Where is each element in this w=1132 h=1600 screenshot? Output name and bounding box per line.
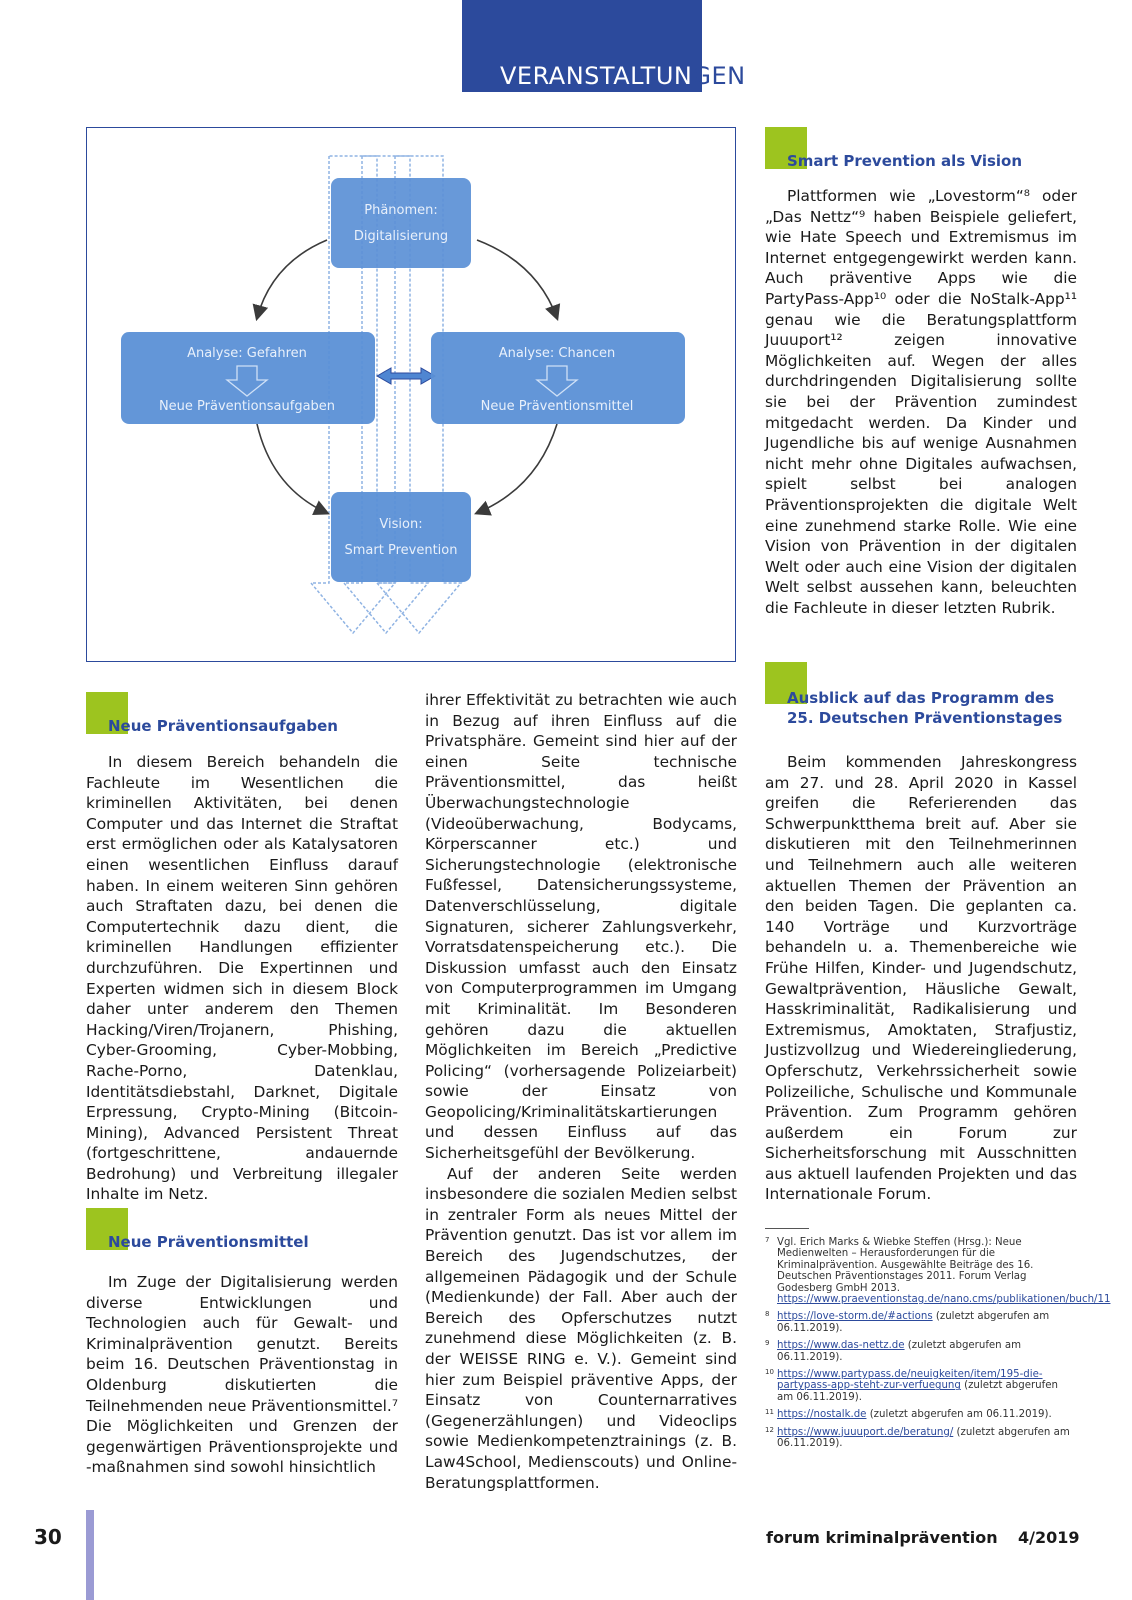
footnote-text-after: (zuletzt abgerufen am 06.11.2019). — [777, 1426, 1070, 1450]
heading-ausblick-line1: Ausblick auf das Programm des — [787, 689, 1055, 707]
column-2-text: ihrer Effektivität zu betrachten wie auc… — [425, 690, 737, 1493]
footnotes: 7 Vgl. Erich Marks & Wiebke Steffen (Hrsg… — [765, 1236, 1110, 1456]
box-chancen-line1: Analyse: Chancen — [499, 346, 616, 361]
double-arrow-icon — [375, 367, 437, 385]
footnote-link[interactable]: https://nostalk.de — [777, 1409, 867, 1421]
box-vision-line1: Vision: — [379, 517, 422, 532]
footnote-rule — [765, 1228, 809, 1229]
heading-smart-prevention: Smart Prevention als Vision — [787, 152, 1023, 170]
page-number: 30 — [34, 1525, 62, 1549]
section-title-part-b: GEN — [692, 62, 746, 90]
footnote-text-after: (zuletzt abgerufen am 06.11.2019). — [777, 1340, 1022, 1363]
footnote-number: 11 — [765, 1408, 774, 1417]
box-vision: Vision: Smart Prevention — [331, 492, 471, 582]
box-vision-line2: Smart Prevention — [345, 543, 458, 558]
down-arrow-icon — [535, 365, 579, 397]
heading-marker-1 — [86, 692, 128, 734]
footnote-link[interactable]: https://www.praeventionstag.de/nano.cms/… — [777, 1294, 1111, 1306]
footnote-text-after: (zuletzt abgerufen am 06.11.2019). — [777, 1311, 1050, 1334]
box-gefahren-line2: Neue Präventionsaufgaben — [159, 399, 335, 414]
footnote-text-after: (zuletzt abgerufen am 06.11.2019). — [777, 1380, 1058, 1403]
footnote-text-after: (zuletzt abgerufen am 06.11.2019). — [866, 1409, 1052, 1421]
cycle-diagram: Phänomen: Digitalisierung Analyse: Gefah… — [121, 155, 685, 635]
box-gefahren: Analyse: Gefahren Neue Präventionsaufgab… — [121, 332, 375, 424]
footnote-number: 12 — [765, 1425, 774, 1434]
heading-neue-praeventionsaufgaben: Neue Präventionsaufgaben — [108, 717, 338, 735]
paragraph: Auf der anderen Seite werden insbesonder… — [425, 1164, 737, 1492]
box-chancen-line2: Neue Präventionsmittel — [481, 399, 634, 414]
column-1-text-a: In diesem Bereich behandeln die Fachleut… — [86, 752, 398, 1205]
footer-accent-bar — [86, 1510, 94, 1600]
box-gefahren-line1: Analyse: Gefahren — [187, 346, 307, 361]
footnote-link[interactable]: https://www.partypass.de/neuigkeiten/ite… — [777, 1369, 1043, 1392]
paragraph: Beim kommenden Jahreskongress am 27. und… — [765, 753, 1077, 1204]
heading-marker-4 — [765, 662, 807, 704]
diagram-figure: Phänomen: Digitalisierung Analyse: Gefah… — [86, 127, 736, 662]
section-title-part-a: VERANSTALTUN — [500, 62, 693, 90]
header-color-block — [462, 0, 702, 92]
heading-marker-3 — [765, 127, 807, 169]
heading-ausblick: Ausblick auf das Programm des 25. Deutsc… — [787, 688, 1087, 728]
footnote-text: Vgl. Erich Marks & Wiebke Steffen (Hrsg.… — [777, 1237, 1034, 1294]
column-3-text-b: Beim kommenden Jahreskongress am 27. und… — [765, 752, 1077, 1205]
paragraph: Im Zuge der Digitalisierung werden diver… — [86, 1273, 398, 1477]
heading-ausblick-line2: 25. Deutschen Präventionstages — [787, 709, 1063, 727]
footnote-link[interactable]: https://www.das-nettz.de — [777, 1340, 905, 1352]
column-3-text-a: Plattformen wie „Lovestorm“⁸ oder „Das N… — [765, 186, 1077, 618]
box-phaenomen-line2: Digitalisierung — [354, 229, 448, 244]
box-chancen: Analyse: Chancen Neue Präventionsmittel — [431, 332, 685, 424]
box-phaenomen-line1: Phänomen: — [364, 203, 438, 218]
paragraph: Plattformen wie „Lovestorm“⁸ oder „Das N… — [765, 187, 1077, 617]
footnote-8: 8 https://love-storm.de/#actions (zuletzt… — [765, 1310, 1077, 1334]
issue-number: 4/2019 — [1018, 1528, 1080, 1547]
down-arrow-icon — [225, 365, 269, 397]
footnote-number: 8 — [765, 1310, 770, 1319]
footnote-number: 7 — [765, 1236, 770, 1244]
footnote-link[interactable]: https://love-storm.de/#actions — [777, 1311, 933, 1323]
paragraph: In diesem Bereich behandeln die Fachleut… — [86, 753, 398, 1204]
footnote-number: 10 — [765, 1368, 774, 1377]
paragraph: ihrer Effektivität zu betrachten wie auc… — [425, 691, 737, 1163]
heading-neue-praeventionsmittel: Neue Präventionsmittel — [108, 1233, 309, 1251]
box-phaenomen: Phänomen: Digitalisierung — [331, 178, 471, 268]
footnote-7: 7 Vgl. Erich Marks & Wiebke Steffen (Hrsg… — [765, 1236, 1110, 1305]
column-1-text-b: Im Zuge der Digitalisierung werden diver… — [86, 1272, 398, 1478]
outline-down-arrows — [309, 155, 463, 635]
heading-marker-2 — [86, 1208, 128, 1250]
footnote-link[interactable]: https://www.juuuport.de/beratung/ — [777, 1426, 954, 1438]
section-title: VERANSTALTUNGEN — [500, 62, 746, 90]
footnote-9: 9 https://www.das-nettz.de (zuletzt abger… — [765, 1339, 1077, 1363]
cycle-arrows — [252, 239, 561, 516]
footnote-number: 9 — [765, 1339, 770, 1348]
publication-name: forum kriminalprävention — [766, 1528, 998, 1547]
